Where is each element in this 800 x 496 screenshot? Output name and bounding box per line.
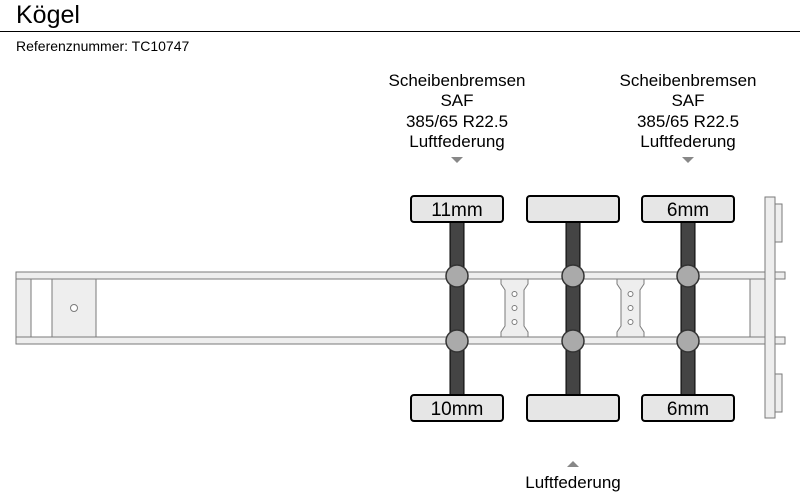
axle-3-marker-down: [682, 157, 694, 163]
frame-bottom-rail: [15, 336, 786, 345]
axle-2-suspension-label: Luftfederung: [525, 473, 621, 492]
frame-rear-end: [749, 278, 766, 338]
axle-2-hub-bottom: [561, 329, 585, 353]
axle-3-brakes-label: Scheibenbremsen: [619, 71, 757, 90]
cross-member-1-hole: [511, 291, 518, 297]
axle-1-maker-label: SAF: [440, 91, 474, 110]
kingpin: [70, 304, 78, 312]
axle-3-tire-top: 6mm: [641, 195, 735, 223]
cross-member-1-hole: [511, 305, 518, 311]
axle-1: 11mm 10mm: [410, 195, 504, 422]
axle-2-hub-top: [561, 264, 585, 288]
axle-1-brakes-label: Scheibenbremsen: [388, 71, 526, 90]
axle-1-tire-size-label: 385/65 R22.5: [405, 112, 509, 131]
cross-member-2-hole: [627, 305, 634, 311]
axle-3-maker-label: SAF: [671, 91, 705, 110]
title-divider: [0, 31, 800, 32]
axle-3-tire-bottom: 6mm: [641, 394, 735, 422]
chassis-frame: [15, 196, 786, 419]
axle-1-suspension-label: Luftfederung: [409, 132, 505, 151]
axle-1-tire-bottom: 10mm: [410, 394, 504, 422]
axle-3-tire-size-label: 385/65 R22.5: [636, 112, 740, 131]
axle-3: 6mm 6mm: [641, 195, 735, 422]
axle-1-tire-top: 11mm: [410, 195, 504, 223]
axle-1-hub-bottom: [445, 329, 469, 353]
axle-2-marker-up: [567, 461, 579, 467]
axle-2: [526, 195, 620, 422]
cross-member-1-hole: [511, 319, 518, 325]
axle-3-tread-top: 6mm: [667, 200, 709, 221]
axle-3-suspension-label: Luftfederung: [640, 132, 736, 151]
rear-light-top: [774, 203, 783, 243]
axle-3-tread-bottom: 6mm: [667, 399, 709, 420]
axle-1-marker-down: [451, 157, 463, 163]
axle-3-hub-bottom: [676, 329, 700, 353]
axle-1-tread-top: 11mm: [431, 200, 482, 221]
reference-number: Referenznummer: TC10747: [16, 38, 190, 54]
frame-front-end: [15, 278, 32, 338]
rear-bumper: [764, 196, 776, 419]
cross-member-2-hole: [627, 291, 634, 297]
rear-light-bottom: [774, 373, 783, 413]
axle-1-tread-bottom: 10mm: [431, 399, 484, 420]
axle-3-shaft: [680, 217, 696, 399]
axle-1-shaft: [449, 217, 465, 399]
brand-title: Kögel: [16, 1, 80, 29]
frame-top-rail: [15, 271, 786, 280]
axle-2-tire-top: [526, 195, 620, 223]
axle-1-hub-top: [445, 264, 469, 288]
axle-3-hub-top: [676, 264, 700, 288]
axle-2-tire-bottom: [526, 394, 620, 422]
cross-member-2-hole: [627, 319, 634, 325]
axle-2-shaft: [565, 217, 581, 399]
